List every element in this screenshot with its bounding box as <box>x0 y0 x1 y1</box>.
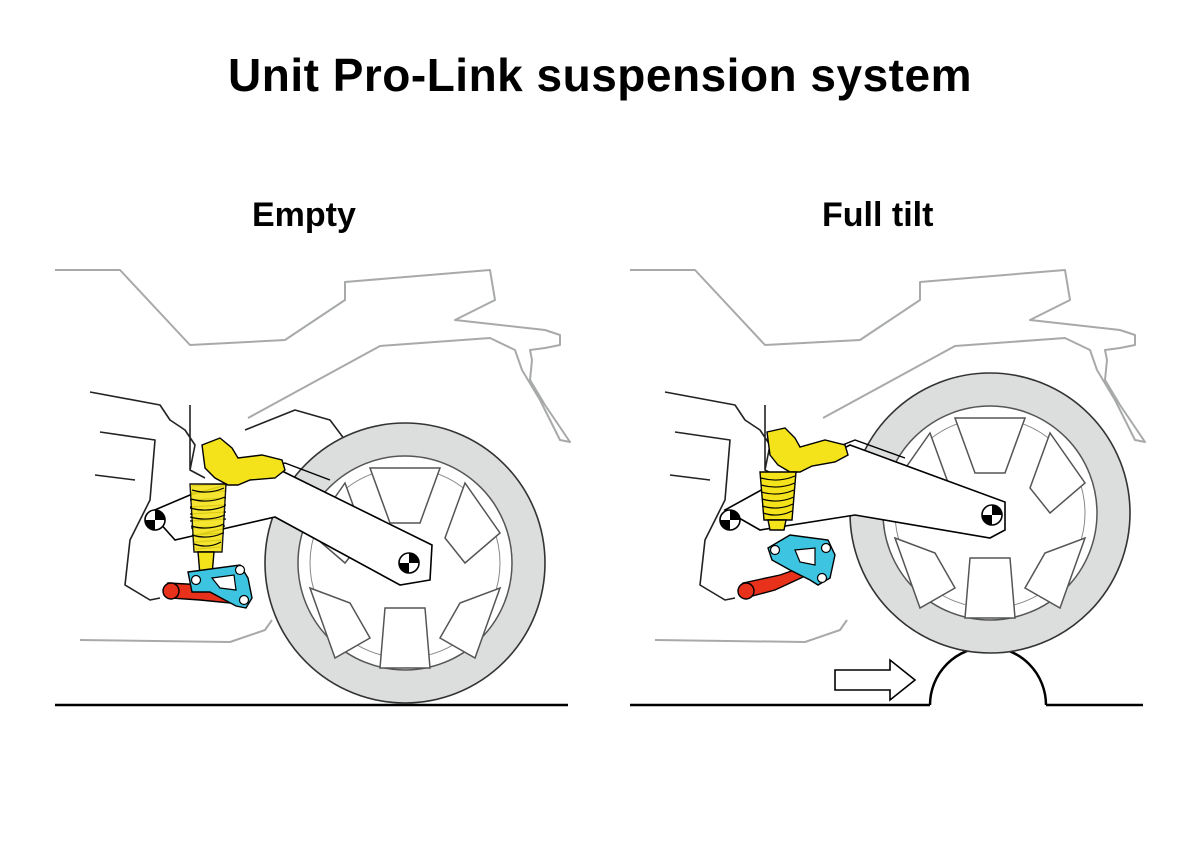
shock-absorber <box>189 437 286 576</box>
panel-label-full-tilt: Full tilt <box>822 196 934 234</box>
frame-lines <box>89 391 346 601</box>
engine-outline <box>79 619 273 643</box>
road-bump <box>928 645 1048 706</box>
full-tilt-panel-diagram <box>630 269 1146 707</box>
empty-panel-diagram <box>55 269 571 707</box>
engine-outline <box>654 619 848 643</box>
pivot-icon <box>398 552 420 574</box>
bodywork-outline <box>55 269 571 443</box>
shock-absorber <box>759 427 849 531</box>
bodywork-outline <box>630 269 1146 443</box>
frame-lines <box>664 391 781 601</box>
pivot-icon <box>144 509 166 531</box>
pivot-icon <box>981 504 1003 526</box>
panel-label-empty: Empty <box>252 196 356 234</box>
pivot-icon <box>719 509 741 531</box>
arrow-right-icon <box>834 658 917 702</box>
page-title: Unit Pro-Link suspension system <box>228 49 972 101</box>
